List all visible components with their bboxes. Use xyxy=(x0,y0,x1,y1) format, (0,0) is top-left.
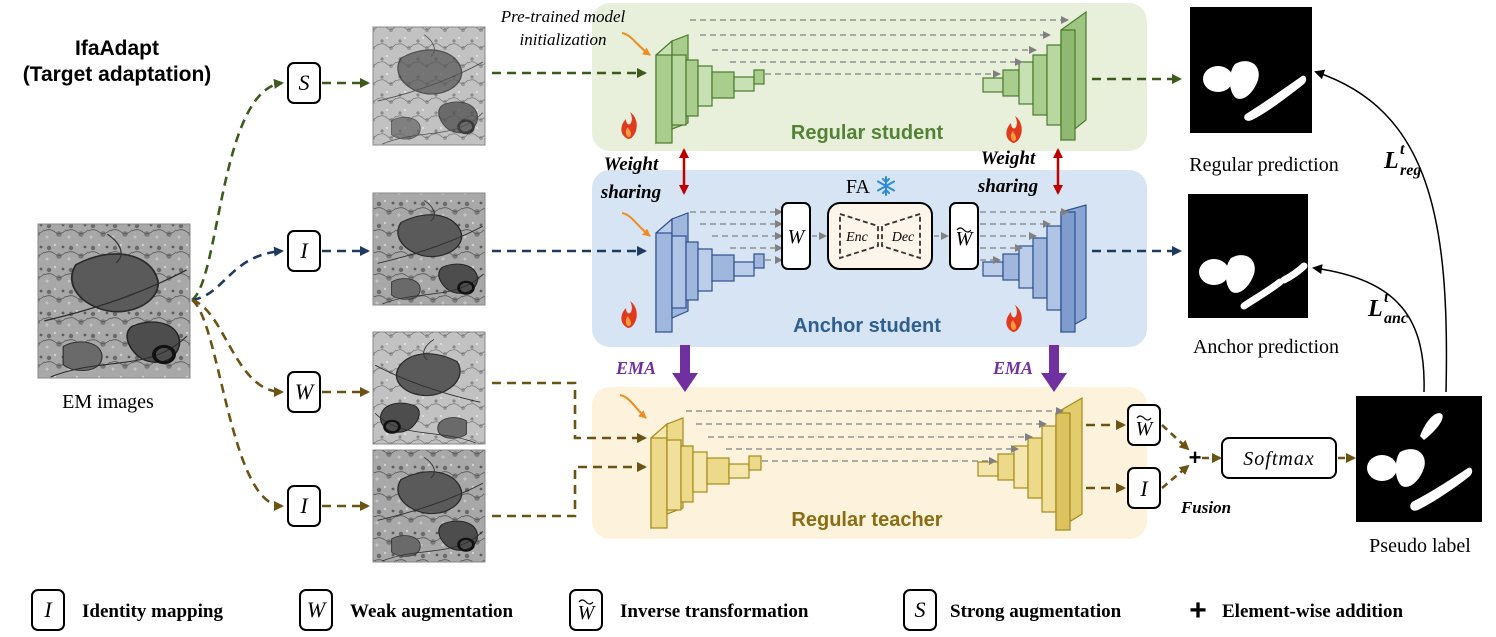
pretrained-arrows xyxy=(619,32,651,419)
ema-label-left: EMA xyxy=(615,358,656,378)
op-identity-symbol: I xyxy=(299,238,309,263)
weight-sharing-label-right-1: Weight xyxy=(981,148,1036,169)
loss-anc-base: L xyxy=(1367,296,1383,322)
network-output-arrows xyxy=(1086,74,1182,493)
op-identity-box-anchor: I xyxy=(287,230,321,272)
pseudo-label-mask xyxy=(1356,396,1482,522)
legend-addition-text: Element-wise addition xyxy=(1222,601,1403,622)
loss-reg: L t reg xyxy=(1383,141,1421,179)
loss-arrows xyxy=(1312,69,1448,393)
image-to-network-arrows xyxy=(492,68,647,518)
snowflake-icon xyxy=(877,176,895,196)
teacher-inverse-symbol: W xyxy=(1136,418,1155,440)
fa-label: FA xyxy=(846,176,871,198)
teacher-identity-symbol: I xyxy=(1139,476,1149,501)
anchor-prediction-label: Anchor prediction xyxy=(1193,336,1339,358)
teacher-identity-box: I xyxy=(1127,467,1161,509)
flame-icon xyxy=(621,112,637,139)
softmax-box: Softmax xyxy=(1221,437,1337,479)
legend-strong-text: Strong augmentation xyxy=(950,601,1122,622)
fa-encoder-label: Enc xyxy=(845,230,869,245)
legend-weak-symbol: W xyxy=(307,597,327,622)
em-images-label: EM images xyxy=(62,391,154,413)
anchor-prediction-mask xyxy=(1188,194,1308,318)
op-weak-box: W xyxy=(287,371,321,413)
em-image-strong xyxy=(372,26,486,146)
fa-weak-symbol: W xyxy=(788,226,807,248)
weight-sharing-label-right-2: sharing xyxy=(977,176,1038,197)
anchor-encoder xyxy=(655,212,765,334)
pseudo-label-label: Pseudo label xyxy=(1369,535,1471,557)
op-identity-symbol: I xyxy=(299,493,309,518)
regular-prediction-label: Regular prediction xyxy=(1189,154,1338,176)
legend-inverse-symbol: W xyxy=(578,602,597,624)
op-to-image-arrows xyxy=(322,78,370,511)
legend-plus-icon: + xyxy=(1189,594,1207,627)
fa-inverse-symbol: W xyxy=(956,228,975,250)
loss-reg-sub: reg xyxy=(1400,162,1421,179)
student-decoder xyxy=(982,10,1087,142)
em-image-identity-teacher xyxy=(372,449,486,563)
flame-icon xyxy=(621,301,637,328)
pretrained-label-line2: initialization xyxy=(520,30,607,49)
pretrained-label-line1: Pre-trained model xyxy=(500,7,626,26)
fa-decoder-label: Dec xyxy=(891,230,915,245)
legend-inverse-text: Inverse transformation xyxy=(620,601,809,622)
fa-inverse-box: W xyxy=(949,202,979,270)
skip-connections xyxy=(686,16,1069,465)
legend: I Identity mapping W Weak augmentation W… xyxy=(31,589,1403,631)
title-line1: IfaAdapt xyxy=(75,37,159,60)
regular-prediction-mask xyxy=(1190,7,1312,133)
loss-anc-sup: t xyxy=(1384,289,1389,306)
em-source-image xyxy=(37,223,191,379)
teacher-decoder xyxy=(977,396,1083,532)
loss-anc-sub: anc xyxy=(1384,310,1408,327)
fa-weak-box: W xyxy=(781,202,811,270)
legend-identity-symbol: I xyxy=(43,597,53,622)
op-weak-symbol: W xyxy=(295,379,315,404)
weight-sharing-label-left-2: sharing xyxy=(600,182,661,203)
legend-weak-text: Weak augmentation xyxy=(350,601,514,622)
legend-identity-text: Identity mapping xyxy=(82,601,223,622)
softmax-label: Softmax xyxy=(1243,448,1314,470)
flame-icon xyxy=(1006,116,1022,143)
op-identity-box-teacher: I xyxy=(287,485,321,527)
ema-label-right: EMA xyxy=(992,358,1033,378)
title-line2: (Target adaptation) xyxy=(23,63,212,86)
loss-reg-sup: t xyxy=(1400,141,1405,158)
em-image-identity-anchor xyxy=(372,192,486,306)
flame-icon xyxy=(1006,305,1022,332)
em-image-weak xyxy=(372,331,486,445)
student-encoder xyxy=(655,34,765,145)
op-strong-symbol: S xyxy=(299,70,310,95)
teacher-inverse-box: W xyxy=(1127,404,1161,446)
ema-arrow xyxy=(672,345,1067,392)
fusion-arrows xyxy=(1161,424,1356,489)
legend-strong-symbol: S xyxy=(915,597,926,622)
loss-reg-base: L xyxy=(1383,148,1399,174)
anchor-label: Anchor student xyxy=(793,315,941,337)
loss-anc: L t anc xyxy=(1367,289,1408,327)
weight-sharing-arrow xyxy=(679,148,1063,195)
branch-curves xyxy=(191,78,284,511)
student-panel xyxy=(592,3,1147,151)
teacher-panel xyxy=(592,387,1147,539)
weight-sharing-label-left-1: Weight xyxy=(604,154,659,175)
teacher-encoder xyxy=(650,417,762,530)
plus-icon: + xyxy=(1189,445,1202,470)
fa-module: Enc Dec xyxy=(827,202,933,270)
fusion-label: Fusion xyxy=(1180,498,1231,517)
teacher-label: Regular teacher xyxy=(791,509,942,531)
op-strong-box: S xyxy=(287,62,321,104)
student-label: Regular student xyxy=(791,122,944,144)
